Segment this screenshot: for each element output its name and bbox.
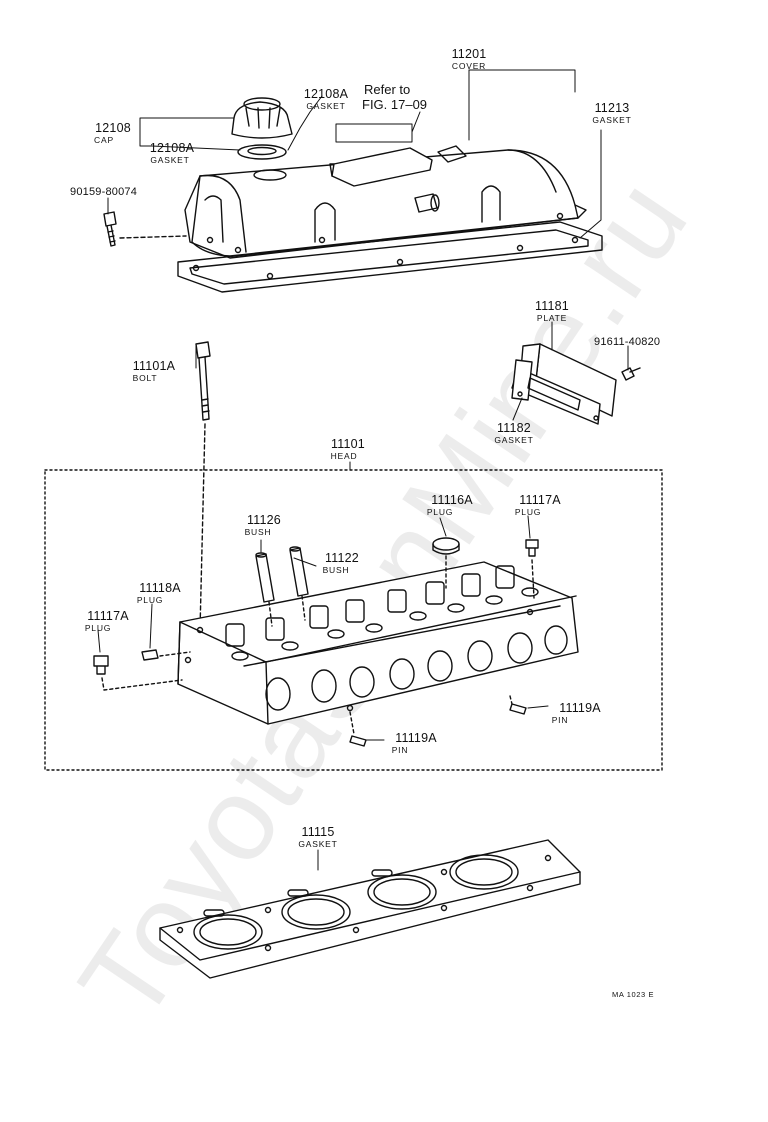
bush-11122-drawing xyxy=(289,546,309,621)
plug-11116A-drawing xyxy=(432,537,460,589)
part-number-91611-40820: 91611-40820 xyxy=(594,336,661,348)
part-number-11119A-bottom: 11119A xyxy=(395,731,437,745)
part-number-11122: 11122 xyxy=(325,551,359,565)
pin-11119A-bottom-drawing xyxy=(349,711,367,747)
part-name-12108A-top: GASKET xyxy=(306,101,346,111)
part-number-11126: 11126 xyxy=(247,513,281,527)
figure-code: MA 1023 E xyxy=(612,990,655,999)
part-name-11118A: PLUG xyxy=(136,595,164,605)
plate-drawing xyxy=(511,343,641,425)
pin-11119A-right-drawing xyxy=(509,695,527,715)
head-gasket-drawing xyxy=(159,839,581,979)
part-number-11115: 11115 xyxy=(301,825,335,839)
part-number-11117A-right: 11117A xyxy=(519,493,561,507)
reference-line-1: Refer to xyxy=(364,82,411,97)
part-number-11118A: 11118A xyxy=(139,581,181,595)
part-name-11122: BUSH xyxy=(322,565,350,575)
leader-lines xyxy=(97,69,629,871)
bush-11126-drawing xyxy=(255,552,275,627)
part-name-11126: BUSH xyxy=(244,527,272,537)
part-name-11101A: BOLT xyxy=(132,373,158,383)
part-number-90159-80074: 90159-80074 xyxy=(70,186,138,198)
cap-gasket-drawing xyxy=(237,144,287,160)
part-number-11201: 11201 xyxy=(451,47,487,61)
part-name-11115: GASKET xyxy=(298,839,338,849)
part-number-12108A-top: 12108A xyxy=(303,87,349,101)
part-name-12108: CAP xyxy=(94,135,114,145)
part-name-11119A-right: PIN xyxy=(551,715,569,725)
oil-cap-drawing xyxy=(231,97,293,139)
part-number-11117A-left: 11117A xyxy=(87,609,129,623)
cover-bolt-drawing xyxy=(103,211,187,247)
part-name-11182: GASKET xyxy=(494,435,534,445)
cover-gasket-drawing xyxy=(177,221,603,293)
head-group-frame xyxy=(44,469,663,771)
head-bolt-drawing xyxy=(195,341,211,631)
part-name-11181: PLATE xyxy=(536,313,568,323)
part-name-11119A-bottom: PIN xyxy=(391,745,409,755)
part-number-11101: 11101 xyxy=(331,437,365,451)
part-name-11101: HEAD xyxy=(330,451,358,461)
part-name-11117A-left: PLUG xyxy=(84,623,112,633)
part-number-11101A: 11101A xyxy=(132,359,176,373)
reference-line-2: FIG. 17–09 xyxy=(362,97,428,112)
part-number-12108: 12108 xyxy=(95,121,131,135)
valve-cover-drawing xyxy=(184,145,587,280)
plug-11117A-right-drawing xyxy=(525,539,539,599)
cylinder-head-drawing xyxy=(177,561,579,725)
part-number-11213: 11213 xyxy=(594,101,630,115)
part-name-12108A-bottom: GASKET xyxy=(150,155,190,165)
plug-11118A-drawing xyxy=(141,649,191,661)
part-name-11213: GASKET xyxy=(592,115,632,125)
part-number-11182: 11182 xyxy=(497,421,531,435)
part-number-11116A: 11116A xyxy=(431,493,473,507)
plug-11117A-left-drawing xyxy=(93,655,183,691)
part-number-12108A-bottom: 12108A xyxy=(149,141,195,155)
part-number-11181: 11181 xyxy=(535,299,569,313)
part-name-11117A-right: PLUG xyxy=(514,507,542,517)
part-number-11119A-right: 11119A xyxy=(559,701,601,715)
part-name-11201: COVER xyxy=(451,61,487,71)
part-name-11116A: PLUG xyxy=(426,507,454,517)
